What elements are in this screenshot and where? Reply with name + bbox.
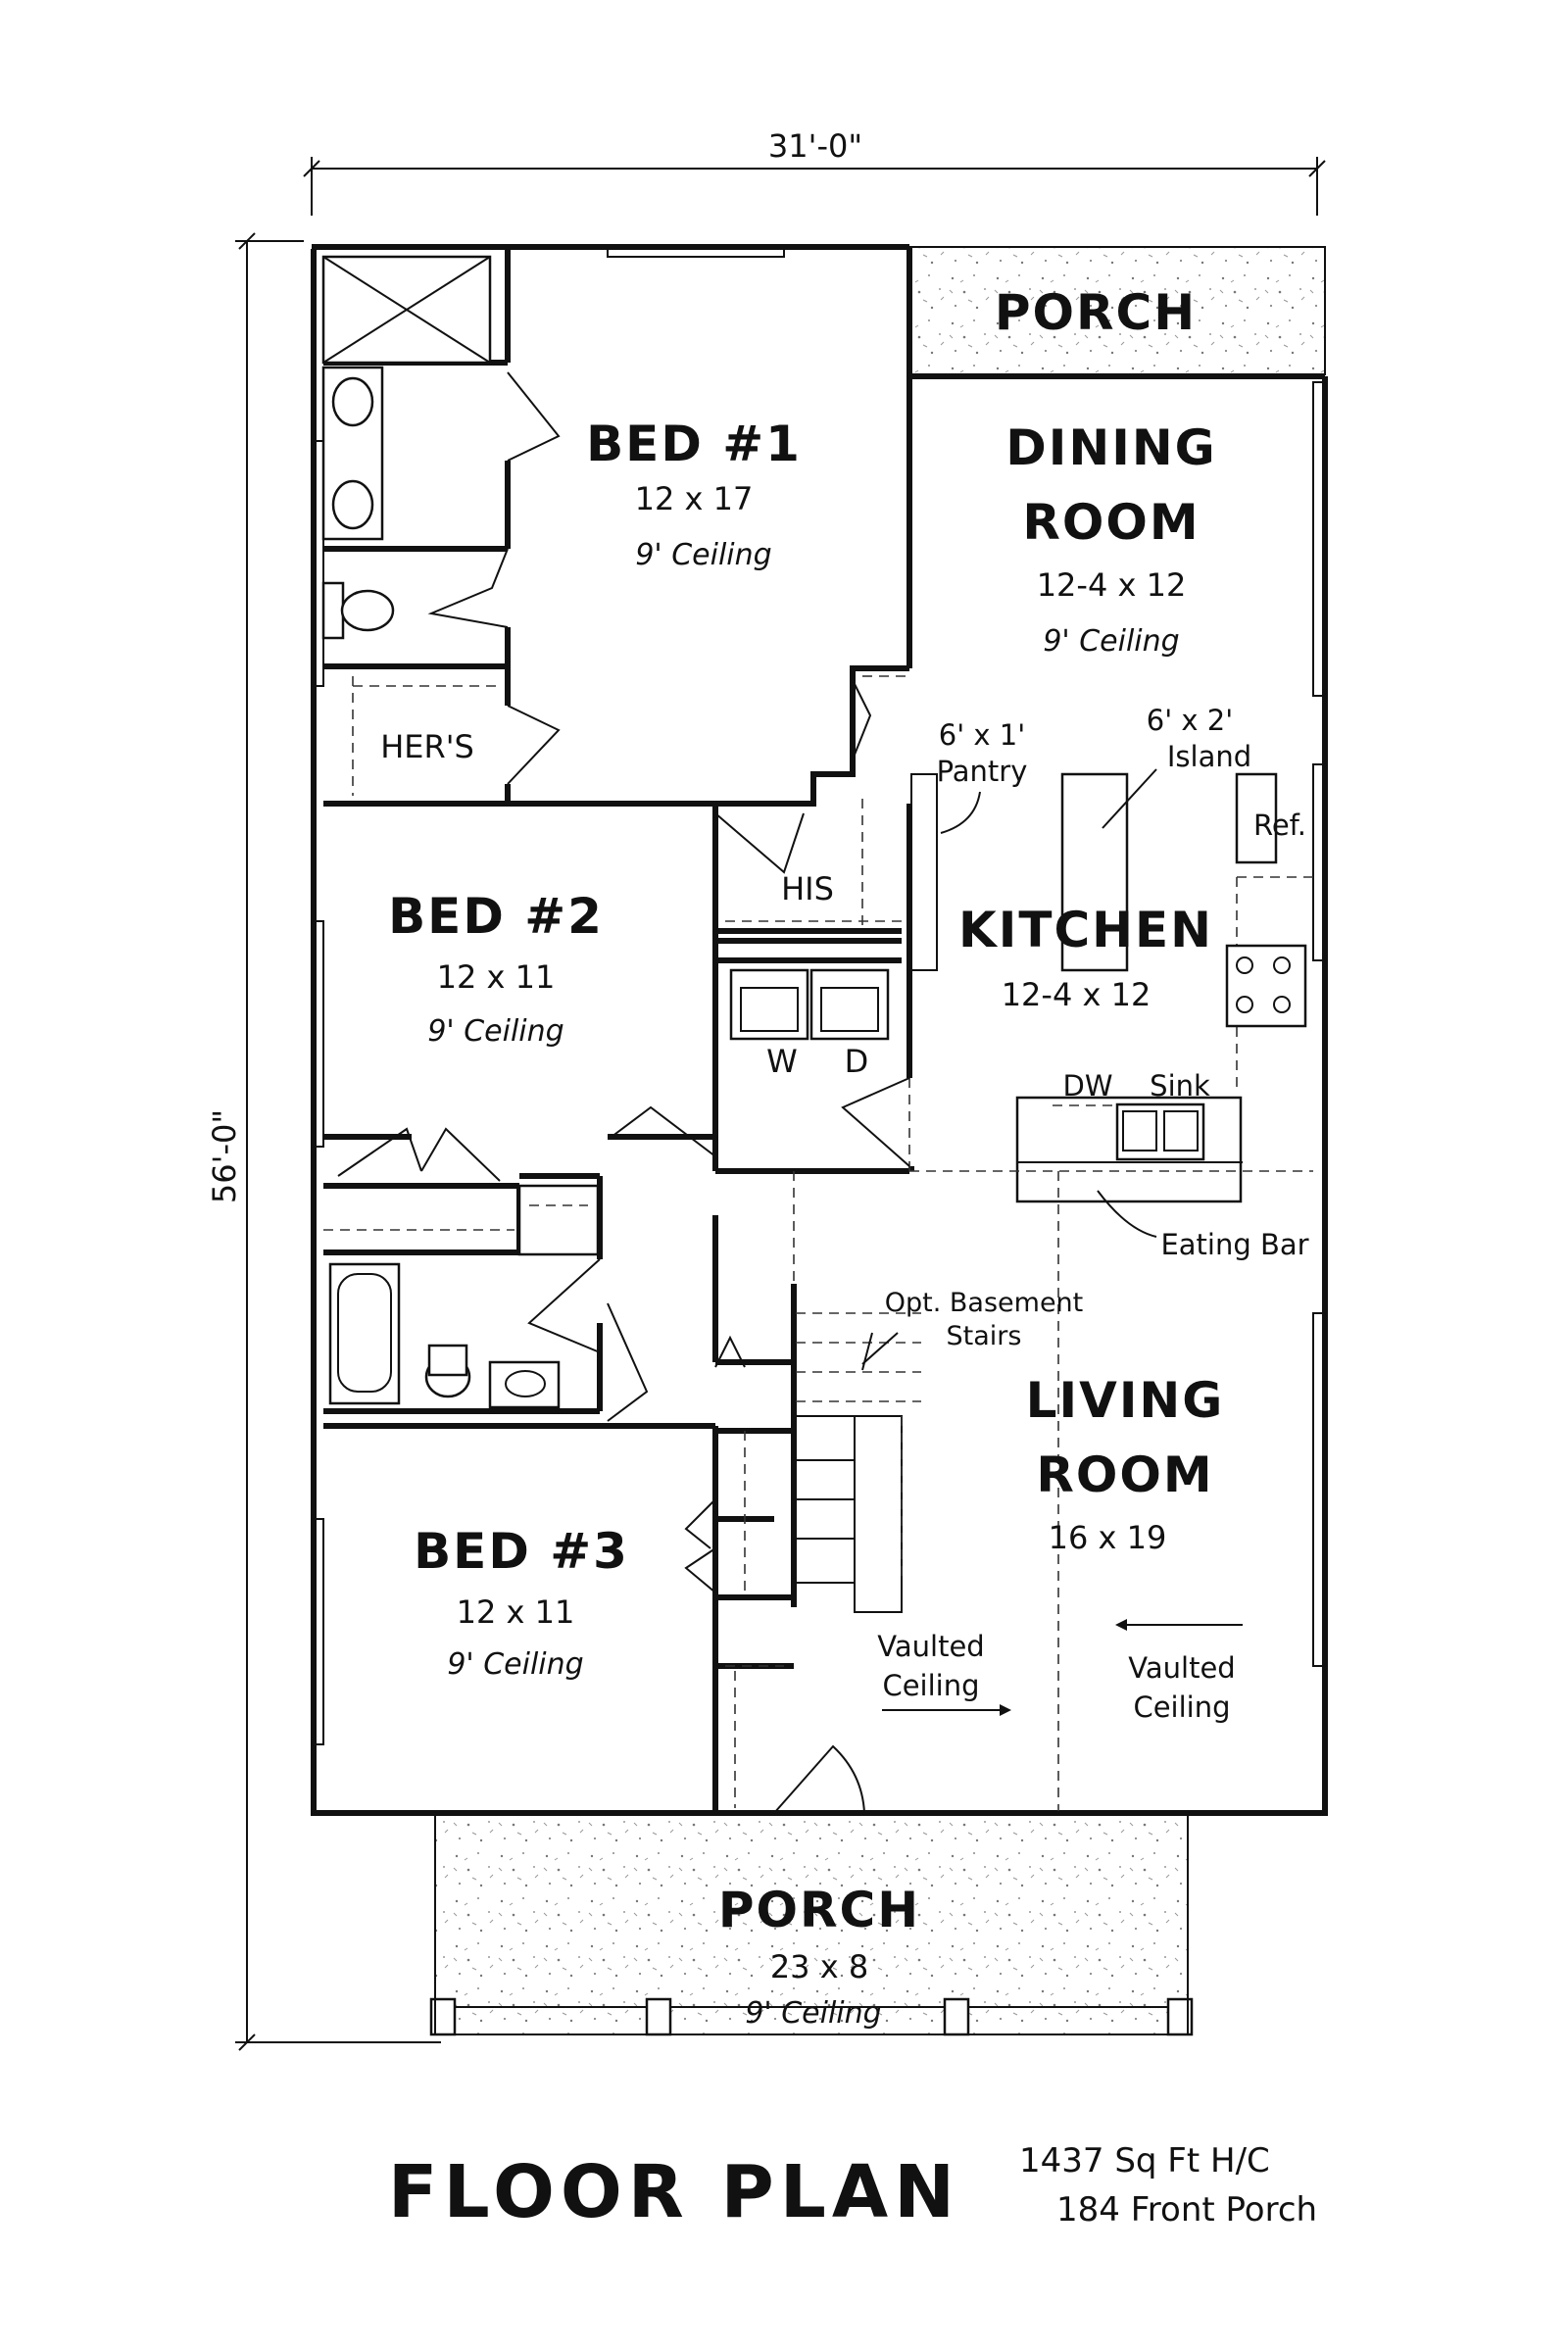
vaulted-right-line2: Ceiling — [1133, 1690, 1230, 1724]
dishwasher-label: DW — [1062, 1069, 1112, 1102]
bed2-label: BED #2 — [388, 888, 604, 945]
vaulted-left-line2: Ceiling — [882, 1669, 979, 1702]
sink-label: Sink — [1150, 1069, 1210, 1102]
dryer-label: D — [845, 1043, 869, 1080]
front-porch-ceiling: 9' Ceiling — [745, 1996, 881, 2031]
refrigerator-label: Ref. — [1253, 808, 1306, 842]
vaulted-right-line1: Vaulted — [1128, 1651, 1235, 1685]
pantry — [862, 675, 938, 971]
bed1-size: 12 x 17 — [635, 480, 754, 517]
bed1-label: BED #1 — [586, 416, 802, 472]
pantry-size-label: 6' x 1' — [939, 718, 1025, 752]
leader-arrows — [861, 768, 1243, 1716]
washer-label: W — [766, 1043, 798, 1080]
bed3-ceiling: 9' Ceiling — [447, 1647, 583, 1682]
floor-plan-title: FLOOR PLAN — [388, 2150, 960, 2234]
hall-closets — [684, 1335, 784, 1808]
bed3-size: 12 x 11 — [457, 1593, 575, 1631]
rear-porch-area — [908, 246, 1326, 375]
dining-size: 12-4 x 12 — [1037, 566, 1187, 604]
dimension-lines — [235, 157, 1326, 2051]
his-closet-label: HIS — [781, 870, 834, 907]
vaulted-left-line1: Vaulted — [877, 1630, 984, 1663]
kitchen-fixtures — [908, 772, 1313, 1811]
front-entry-door — [773, 1744, 865, 1814]
hall-bath-fixtures — [328, 1258, 649, 1422]
overall-width-label: 31'-0" — [768, 127, 862, 165]
bed2-ceiling: 9' Ceiling — [427, 1014, 564, 1049]
island-label: Island — [1167, 740, 1251, 773]
basement-stairs — [793, 1171, 921, 1613]
pantry-label: Pantry — [937, 755, 1028, 788]
bed2-closet — [323, 1105, 716, 1256]
kitchen-label: KITCHEN — [958, 902, 1213, 958]
living-label-line1: LIVING — [1026, 1372, 1225, 1429]
dining-label-line1: DINING — [1005, 419, 1216, 476]
master-bath-fixtures — [321, 255, 500, 796]
bed1-ceiling: 9' Ceiling — [635, 538, 771, 572]
bed2-size: 12 x 11 — [437, 958, 556, 996]
his-closet — [714, 675, 902, 944]
living-size: 16 x 19 — [1049, 1519, 1167, 1556]
eating-bar-label: Eating Bar — [1160, 1228, 1308, 1261]
bed1-doors — [427, 371, 561, 785]
laundry-fixtures — [729, 968, 910, 1167]
bed3-label: BED #3 — [414, 1523, 629, 1580]
interior-walls — [323, 249, 914, 1813]
basement-stairs-label-line1: Opt. Basement — [885, 1288, 1084, 1318]
porch-area-label: 184 Front Porch — [1056, 2190, 1317, 2230]
overall-depth-label: 56'-0" — [206, 1109, 243, 1203]
front-porch-label: PORCH — [718, 1882, 920, 1938]
island-size-label: 6' x 2' — [1147, 704, 1233, 737]
heated-area-label: 1437 Sq Ft H/C — [1019, 2141, 1270, 2180]
hers-closet-label: HER'S — [380, 728, 474, 765]
dining-ceiling: 9' Ceiling — [1043, 624, 1179, 659]
kitchen-size: 12-4 x 12 — [1002, 976, 1152, 1013]
front-porch-size: 23 x 8 — [770, 1948, 868, 1985]
basement-stairs-label-line2: Stairs — [947, 1321, 1022, 1351]
living-label-line2: ROOM — [1036, 1446, 1213, 1503]
dining-label-line2: ROOM — [1022, 494, 1200, 551]
rear-porch-label: PORCH — [995, 284, 1197, 341]
